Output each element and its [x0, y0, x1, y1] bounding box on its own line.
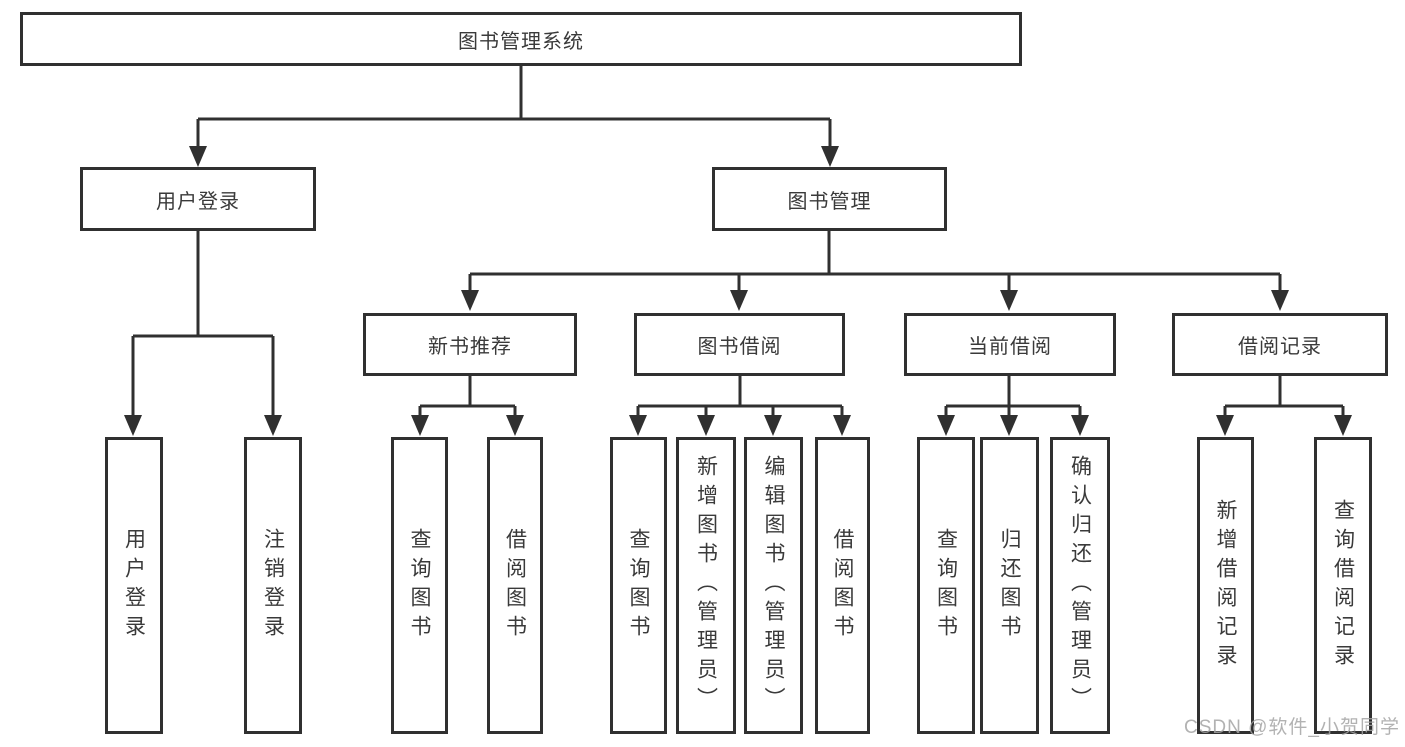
leaf-label: 新增图书（管理员） — [694, 455, 718, 716]
leaf-user-login: 用户登录 — [105, 437, 163, 734]
node-borrowing-records: 借阅记录 — [1172, 313, 1388, 376]
node-library-management-system: 图书管理系统 — [20, 12, 1022, 66]
leaf-borrow-books-recommend: 借阅图书 — [487, 437, 543, 734]
leaf-label: 确认归还（管理员） — [1068, 455, 1092, 716]
leaf-query-books-current: 查询图书 — [917, 437, 975, 734]
leaf-label: 新增借阅记录 — [1214, 498, 1237, 673]
leaf-label: 借阅图书 — [831, 527, 854, 644]
leaf-return-books: 归还图书 — [980, 437, 1039, 734]
leaf-label: 用户登录 — [122, 527, 146, 644]
leaf-query-books-recommend: 查询图书 — [391, 437, 448, 734]
leaf-add-borrow-record: 新增借阅记录 — [1197, 437, 1254, 734]
node-new-book-recommendation: 新书推荐 — [363, 313, 577, 376]
leaf-borrow-books: 借阅图书 — [815, 437, 870, 734]
node-current-borrowing: 当前借阅 — [904, 313, 1116, 376]
watermark: CSDN @软件_小贺同学 — [1184, 717, 1400, 738]
node-label: 当前借阅 — [968, 336, 1052, 358]
node-label: 借阅记录 — [1238, 336, 1322, 358]
leaf-label: 借阅图书 — [503, 527, 527, 644]
leaf-label: 注销登录 — [261, 527, 285, 644]
leaf-label: 查询借阅记录 — [1331, 498, 1355, 673]
leaf-label: 查询图书 — [627, 527, 650, 644]
leaf-label: 归还图书 — [998, 527, 1021, 644]
leaf-label: 编辑图书（管理员） — [762, 455, 785, 716]
leaf-label: 查询图书 — [408, 527, 431, 644]
node-label: 图书借阅 — [697, 336, 782, 358]
node-label: 新书推荐 — [428, 336, 512, 358]
leaf-confirm-return-admin: 确认归还（管理员） — [1050, 437, 1110, 734]
leaf-label: 查询图书 — [934, 527, 958, 644]
leaf-logout: 注销登录 — [244, 437, 302, 734]
leaf-add-book-admin: 新增图书（管理员） — [676, 437, 736, 734]
node-label: 用户登录 — [156, 190, 240, 213]
leaf-edit-book-admin: 编辑图书（管理员） — [744, 437, 803, 734]
node-label: 图书管理 — [787, 190, 872, 213]
node-book-management: 图书管理 — [712, 167, 947, 231]
leaf-query-books-borrow: 查询图书 — [610, 437, 667, 734]
node-user-login: 用户登录 — [80, 167, 316, 231]
leaf-query-borrow-record: 查询借阅记录 — [1314, 437, 1372, 734]
node-label: 图书管理系统 — [458, 30, 584, 53]
node-book-borrowing: 图书借阅 — [634, 313, 845, 376]
